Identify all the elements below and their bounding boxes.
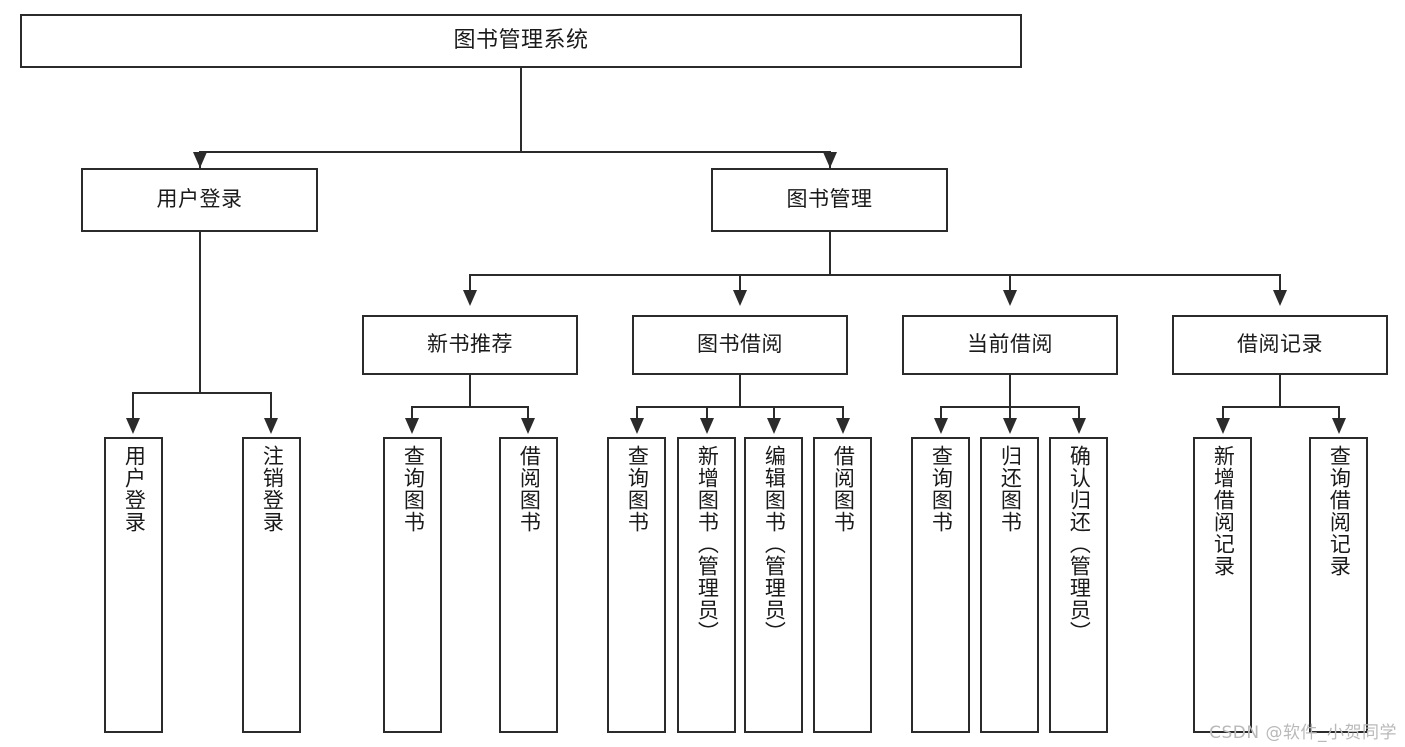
leaf-query-book-3: 查询图书: [911, 437, 970, 733]
node-book-manage: 图书管理: [711, 168, 948, 232]
connector-level3-drop-borrow-record: [1279, 274, 1281, 296]
connector-br-drop-2: [1338, 406, 1340, 422]
connector-cb-drop-2: [1009, 406, 1011, 422]
connector-level3-drop-new-book-recommend: [469, 274, 471, 296]
connector-user-login-drop-2: [270, 392, 272, 422]
connector-br-stem: [1279, 375, 1281, 406]
arrow-icon-to-book-borrow: [733, 290, 747, 306]
leaf-label: 查询图书: [929, 445, 954, 533]
connector-bb-bus: [636, 406, 844, 408]
leaf-label: 借阅图书: [517, 445, 542, 533]
connector-nbr-drop-2: [527, 406, 529, 422]
leaf-edit-book: 编辑图书（管理员）: [744, 437, 803, 733]
arrow-icon-to-leaf-query-book-1: [405, 418, 419, 434]
node-borrow-record: 借阅记录: [1172, 315, 1388, 375]
connector-bb-drop-3: [773, 406, 775, 422]
connector-user-login-drop-1: [132, 392, 134, 422]
leaf-label: 用户登录: [122, 445, 147, 533]
leaf-logout-login: 注销登录: [242, 437, 301, 733]
leaf-label: 新增图书（管理员）: [695, 445, 720, 643]
connector-user-login-stem: [199, 232, 201, 392]
connector-root-stem: [520, 68, 522, 151]
node-book-borrow: 图书借阅: [632, 315, 848, 375]
connector-bb-drop-2: [706, 406, 708, 422]
arrow-icon-to-user-login: [193, 152, 207, 168]
connector-bb-stem: [739, 375, 741, 406]
node-current-borrow: 当前借阅: [902, 315, 1118, 375]
leaf-query-book-1: 查询图书: [383, 437, 442, 733]
leaf-label: 编辑图书（管理员）: [762, 445, 787, 643]
watermark-text: CSDN @软件_小贺同学: [1209, 723, 1397, 743]
arrow-icon-to-leaf-borrow-book-2: [836, 418, 850, 434]
arrow-icon-to-leaf-query-book-3: [934, 418, 948, 434]
arrow-icon-to-leaf-confirm-return: [1072, 418, 1086, 434]
connector-level3-bus: [469, 274, 1279, 276]
leaf-add-book: 新增图书（管理员）: [677, 437, 736, 733]
connector-level3-drop-current-borrow: [1009, 274, 1011, 296]
leaf-borrow-book-1: 借阅图书: [499, 437, 558, 733]
connector-book-manage-stem: [829, 232, 831, 274]
connector-cb-stem: [1009, 375, 1011, 406]
leaf-borrow-book-2: 借阅图书: [813, 437, 872, 733]
arrow-icon-to-leaf-user-login: [126, 418, 140, 434]
arrow-icon-to-leaf-return-book: [1003, 418, 1017, 434]
connector-level2-bus: [199, 151, 831, 153]
arrow-icon-to-leaf-edit-book: [767, 418, 781, 434]
leaf-label: 新增借阅记录: [1211, 445, 1236, 577]
connector-cb-drop-1: [940, 406, 942, 422]
connector-bb-drop-4: [842, 406, 844, 422]
arrow-icon-to-borrow-record: [1273, 290, 1287, 306]
arrow-icon-to-leaf-add-record: [1216, 418, 1230, 434]
leaf-label: 归还图书: [998, 445, 1023, 533]
connector-level3-drop-book-borrow: [739, 274, 741, 296]
arrow-icon-to-leaf-query-record: [1332, 418, 1346, 434]
arrow-icon-to-leaf-logout-login: [264, 418, 278, 434]
arrow-icon-to-new-book-recommend: [463, 290, 477, 306]
leaf-return-book: 归还图书: [980, 437, 1039, 733]
connector-nbr-stem: [469, 375, 471, 406]
leaf-add-record: 新增借阅记录: [1193, 437, 1252, 733]
leaf-query-book-2: 查询图书: [607, 437, 666, 733]
node-user-login: 用户登录: [81, 168, 318, 232]
leaf-label: 查询图书: [625, 445, 650, 533]
leaf-label: 查询图书: [401, 445, 426, 533]
connector-nbr-bus: [411, 406, 527, 408]
arrow-icon-to-leaf-borrow-book-1: [521, 418, 535, 434]
leaf-label: 注销登录: [260, 445, 285, 533]
connector-user-login-bus: [132, 392, 270, 394]
leaf-label: 确认归还（管理员）: [1067, 445, 1092, 643]
arrow-icon-to-leaf-query-book-2: [630, 418, 644, 434]
leaf-query-record: 查询借阅记录: [1309, 437, 1368, 733]
node-new-book-recommend: 新书推荐: [362, 315, 578, 375]
arrow-icon-to-book-manage: [823, 152, 837, 168]
leaf-label: 查询借阅记录: [1327, 445, 1352, 577]
connector-br-bus: [1222, 406, 1338, 408]
connector-bb-drop-1: [636, 406, 638, 422]
connector-br-drop-1: [1222, 406, 1224, 422]
leaf-confirm-return: 确认归还（管理员）: [1049, 437, 1108, 733]
connector-nbr-drop-1: [411, 406, 413, 422]
node-root: 图书管理系统: [20, 14, 1022, 68]
arrow-icon-to-current-borrow: [1003, 290, 1017, 306]
connector-cb-drop-3: [1078, 406, 1080, 422]
leaf-label: 借阅图书: [831, 445, 856, 533]
arrow-icon-to-leaf-add-book: [700, 418, 714, 434]
leaf-user-login: 用户登录: [104, 437, 163, 733]
